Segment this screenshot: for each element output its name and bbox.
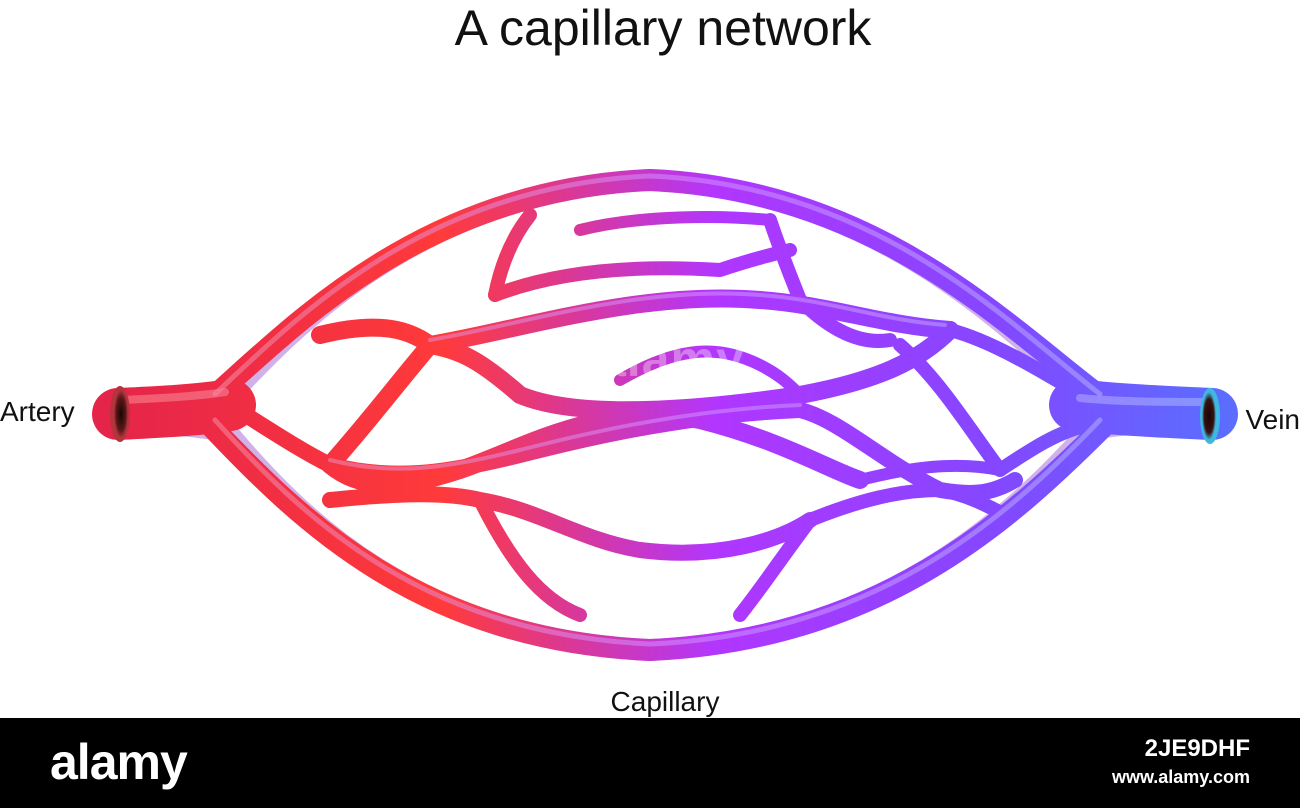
watermark: alamy	[598, 331, 745, 387]
artery-trunk	[92, 379, 256, 440]
artery-label: Artery	[0, 396, 75, 427]
vein-label: Vein	[1245, 404, 1300, 435]
capillary-diagram	[92, 168, 1238, 662]
artery-opening	[110, 386, 130, 442]
stock-footer-bar: alamy 2JE9DHF www.alamy.com	[0, 718, 1300, 808]
capillary-label: Capillary	[610, 686, 720, 717]
vessel-network	[92, 169, 1238, 661]
capillary-upper-arc	[199, 169, 1116, 411]
diagram-title: A capillary network	[454, 0, 872, 56]
vein-opening	[1200, 388, 1220, 444]
brand-logo: alamy	[50, 734, 188, 790]
vessel-highlights	[118, 173, 1212, 647]
site-url: www.alamy.com	[1111, 767, 1250, 787]
image-id: 2JE9DHF	[1144, 735, 1250, 762]
